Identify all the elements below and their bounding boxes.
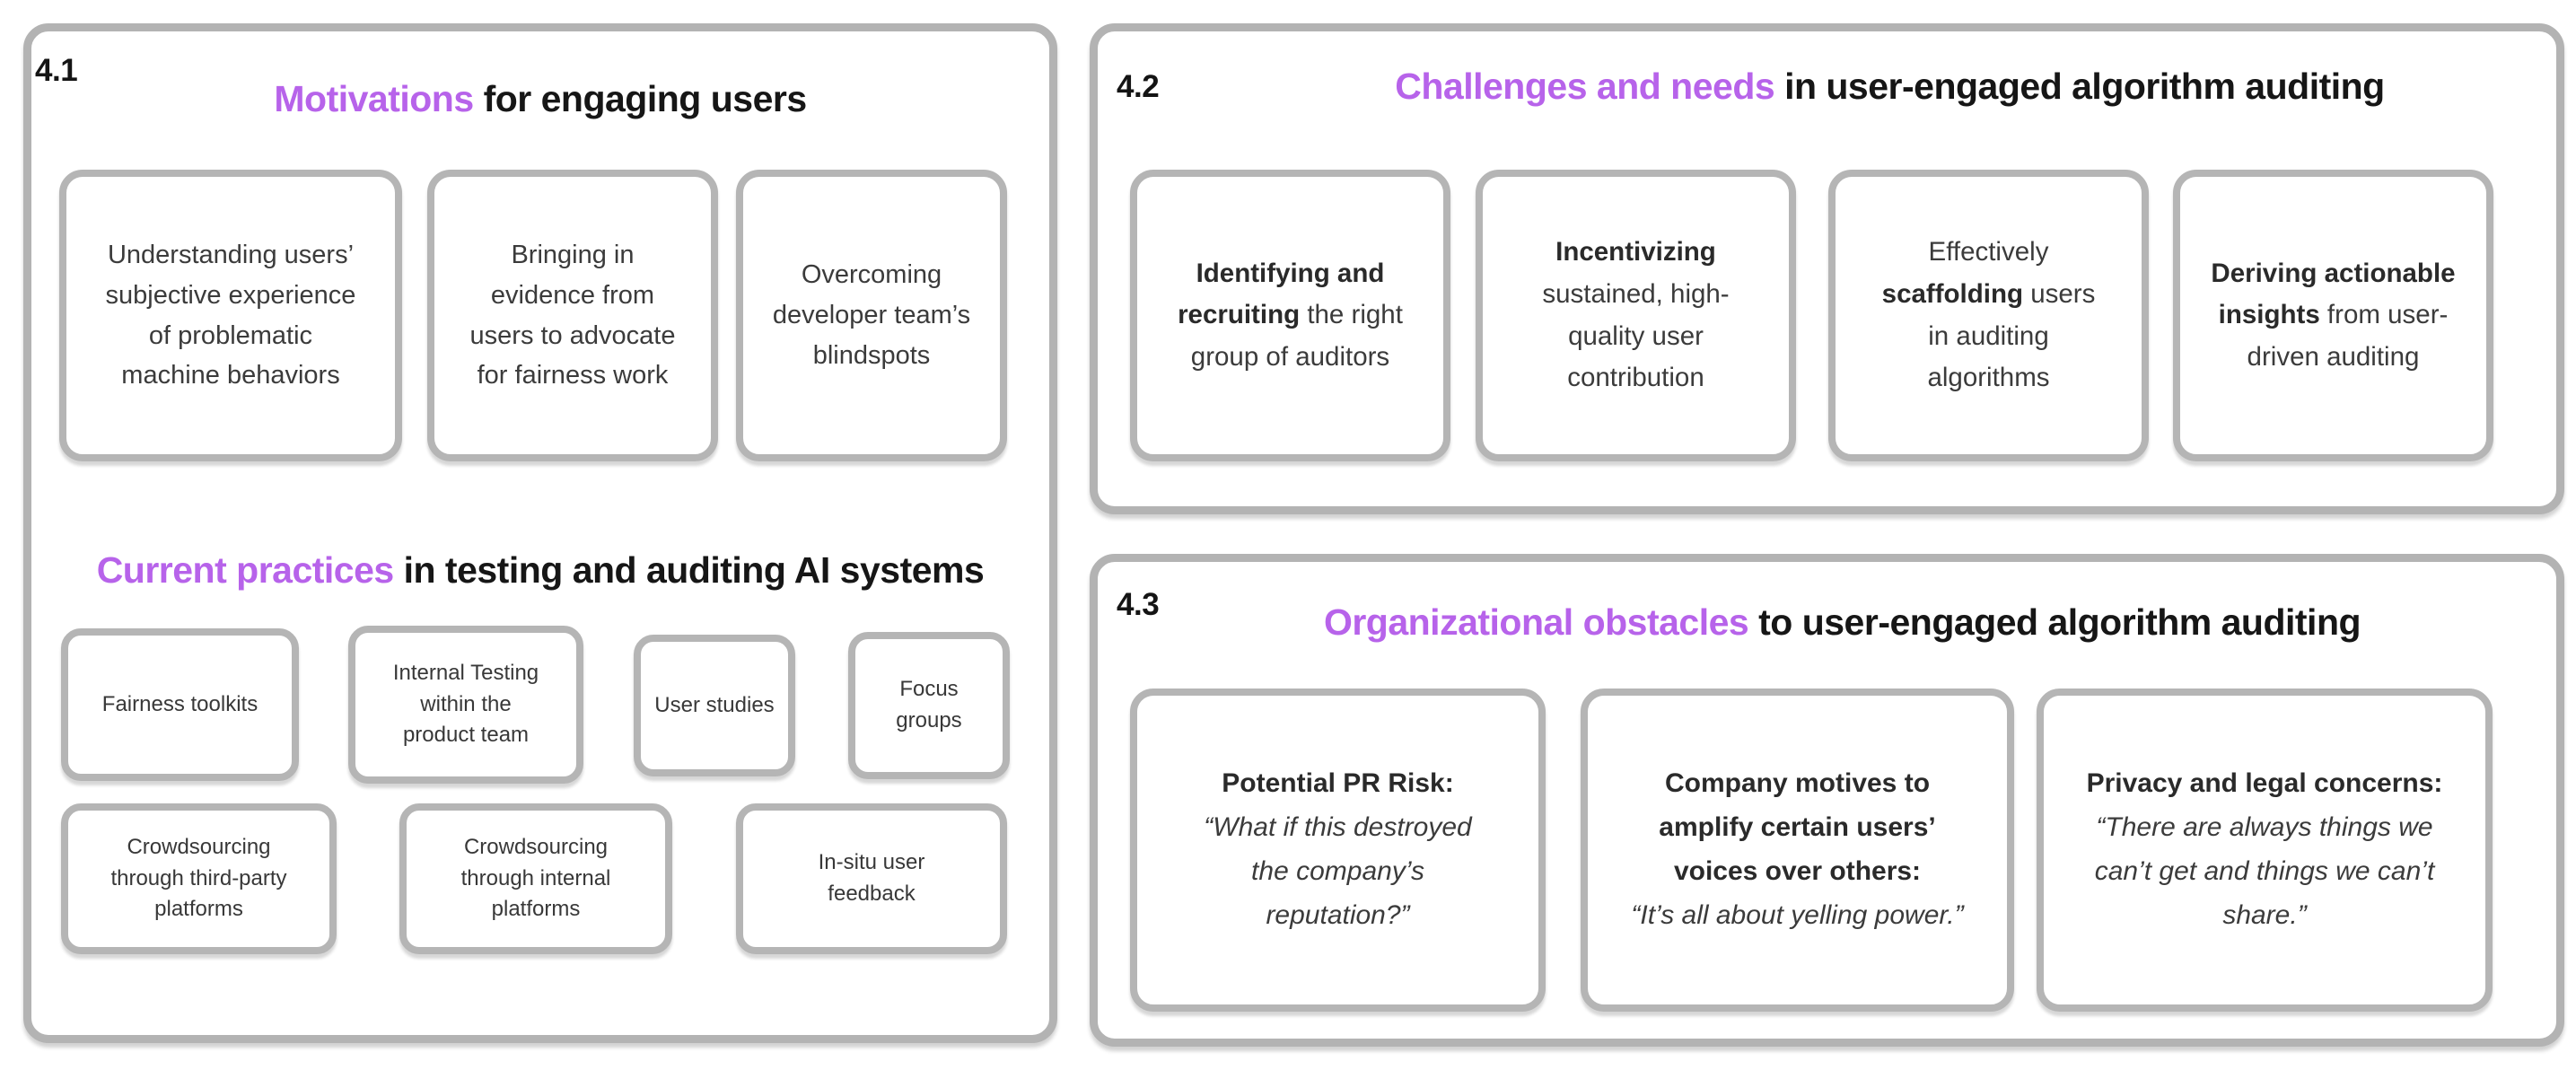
text-segment: users in auditing algorithms <box>1927 278 2096 393</box>
title-highlight: Current practices <box>96 549 395 591</box>
card-text: Identifying and recruiting the right gro… <box>1178 253 1403 379</box>
card-text: Understanding users’ subjective experien… <box>105 240 356 390</box>
obstacle-heading: Potential PR Risk: <box>1222 768 1454 799</box>
challenge-card: Incentivizing sustained, high- quality u… <box>1476 170 1796 461</box>
card-text: Deriving actionable insights from user- … <box>2211 253 2455 379</box>
obstacle-quote: “What if this destroyed the company’s re… <box>1204 812 1472 930</box>
card-text: Potential PR Risk: “What if this destroy… <box>1204 762 1471 938</box>
obstacle-heading: Company motives to amplify certain users… <box>1659 768 1936 886</box>
panel-obstacles: 4.3 Organizational obstacles to user-eng… <box>1090 554 2564 1047</box>
practice-card: Crowdsourcing through internal platforms <box>399 803 672 954</box>
card-text: Effectively scaffolding users in auditin… <box>1882 232 2096 399</box>
text-segment: Effectively <box>1928 237 2049 268</box>
text-segment-bold: Identifying and recruiting <box>1178 258 1385 330</box>
title-highlight: Challenges and needs <box>1395 66 1775 107</box>
text-segment-bold: Deriving actionable insights <box>2211 258 2456 330</box>
motivation-card: Bringing in evidence from users to advoc… <box>427 170 718 461</box>
obstacle-card: Potential PR Risk: “What if this destroy… <box>1130 688 1546 1012</box>
motivation-card: Understanding users’ subjective experien… <box>59 170 402 461</box>
obstacle-quote: “It’s all about yelling power.” <box>1631 899 1964 930</box>
text-segment: sustained, high- quality user contributi… <box>1542 278 1730 393</box>
title-text: for engaging users <box>473 78 808 119</box>
title-text: in user-engaged algorithm auditing <box>1774 66 2385 107</box>
section-title-motivations: Motivations for engaging users <box>31 78 1049 120</box>
panel-motivations: 4.1 Motivations for engaging users Under… <box>23 23 1057 1043</box>
card-text: Crowdsourcing through internal platforms <box>460 834 611 922</box>
practice-card: Fairness toolkits <box>61 628 299 781</box>
card-text: Bringing in evidence from users to advoc… <box>469 240 676 390</box>
card-text: User studies <box>654 692 775 717</box>
practice-card: User studies <box>634 635 795 776</box>
obstacle-heading: Privacy and legal concerns: <box>2086 768 2443 799</box>
section-number-4-2: 4.2 <box>1117 69 1160 104</box>
section-title-current-practices: Current practices in testing and auditin… <box>31 549 1049 592</box>
text-segment-bold: Incentivizing <box>1555 237 1716 268</box>
practice-card: Internal Testing within the product team <box>348 626 583 784</box>
section-title-obstacles: Organizational obstacles to user-engaged… <box>1128 601 2556 644</box>
motivation-card: Overcoming developer team’s blindspots <box>736 170 1007 461</box>
text-segment-bold: scaffolding <box>1881 278 2023 309</box>
card-text: Overcoming developer team’s blindspots <box>772 260 971 370</box>
practice-card: In-situ user feedback <box>736 803 1007 954</box>
obstacle-card: Company motives to amplify certain users… <box>1581 688 2014 1012</box>
obstacle-quote: “There are always things we can’t get an… <box>2094 812 2435 930</box>
card-text: Internal Testing within the product team <box>392 660 539 748</box>
title-text: to user-engaged algorithm auditing <box>1748 601 2361 643</box>
card-text: In-situ user feedback <box>818 850 925 906</box>
title-text: in testing and auditing AI systems <box>393 549 985 591</box>
card-text: Company motives to amplify certain users… <box>1631 762 1963 938</box>
section-number-4-1: 4.1 <box>35 53 78 88</box>
panel-challenges: 4.2 Challenges and needs in user-engaged… <box>1090 23 2564 514</box>
challenge-card: Identifying and recruiting the right gro… <box>1130 170 1450 461</box>
card-text: Fairness toolkits <box>101 691 258 716</box>
text-segment: the right group of auditors <box>1190 300 1403 372</box>
practice-card: Crowdsourcing through third-party platfo… <box>61 803 337 954</box>
section-title-challenges: Challenges and needs in user-engaged alg… <box>1223 66 2556 108</box>
practice-card: Focus groups <box>848 632 1010 779</box>
challenge-card: Deriving actionable insights from user- … <box>2173 170 2493 461</box>
obstacle-card: Privacy and legal concerns: “There are a… <box>2037 688 2493 1012</box>
section-number-4-3: 4.3 <box>1117 587 1160 622</box>
text-segment: from user- driven auditing <box>2247 300 2449 372</box>
title-highlight: Motivations <box>274 78 474 119</box>
card-text: Focus groups <box>896 677 962 732</box>
card-text: Incentivizing sustained, high- quality u… <box>1542 232 1729 399</box>
challenge-card: Effectively scaffolding users in auditin… <box>1828 170 2149 461</box>
title-highlight: Organizational obstacles <box>1323 601 1749 643</box>
card-text: Privacy and legal concerns: “There are a… <box>2087 762 2443 938</box>
card-text: Crowdsourcing through third-party platfo… <box>110 834 287 922</box>
